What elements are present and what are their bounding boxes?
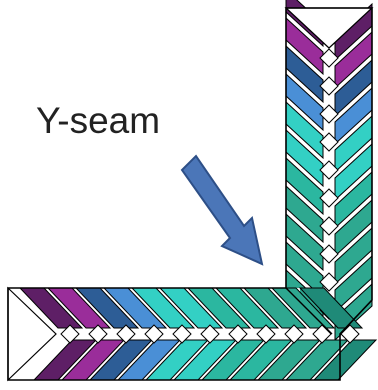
center-square (319, 48, 339, 68)
center-square (319, 160, 339, 180)
center-square (319, 76, 339, 96)
fabric-strip (298, 287, 364, 329)
fabric-strip (270, 287, 336, 329)
center-square (319, 244, 339, 264)
center-square (319, 216, 339, 236)
center-square (319, 272, 339, 292)
center-square (319, 104, 339, 124)
center-square (60, 324, 80, 344)
horizontal-braid (7, 286, 378, 382)
pointer-arrow (180, 154, 264, 266)
center-square (256, 324, 276, 344)
quilt-outline (7, 7, 373, 381)
center-square (228, 324, 248, 344)
center-square (116, 324, 136, 344)
center-square (284, 324, 304, 344)
center-square (319, 132, 339, 152)
center-square (172, 324, 192, 344)
center-square (319, 188, 339, 208)
y-seam-line (285, 287, 333, 335)
center-square (340, 324, 360, 344)
y-seam-label: Y-seam (36, 100, 161, 141)
center-square (88, 324, 108, 344)
center-square (144, 324, 164, 344)
center-square (200, 324, 220, 344)
center-square (312, 324, 332, 344)
